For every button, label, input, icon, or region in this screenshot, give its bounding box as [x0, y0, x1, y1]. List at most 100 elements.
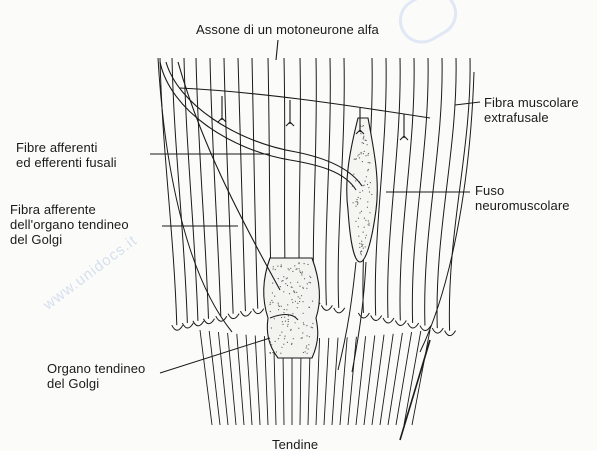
stipple-dot	[270, 352, 271, 353]
muscle-fiber	[160, 58, 177, 325]
stipple-dot	[359, 154, 360, 155]
stipple-dot	[288, 321, 289, 322]
tendon-strand	[364, 335, 375, 425]
stipple-dot	[284, 317, 285, 318]
tendon-strand	[255, 335, 260, 425]
stipple-dot	[309, 282, 310, 283]
muscle-fiber	[196, 58, 208, 319]
stipple-dot	[360, 253, 361, 254]
stipple-dot	[303, 352, 304, 353]
tendon-strand	[200, 330, 212, 425]
stipple-dot	[366, 176, 367, 177]
stipple-dot	[358, 197, 359, 198]
stipple-dot	[367, 155, 368, 156]
stipple-dot	[307, 264, 308, 265]
stipple-dot	[359, 243, 360, 244]
stipple-dot	[363, 153, 364, 154]
stipple-dot	[290, 268, 291, 269]
stipple-dot	[309, 276, 310, 277]
stipple-dot	[357, 204, 358, 205]
stipple-dot	[366, 235, 367, 236]
stipple-dot	[369, 191, 370, 192]
stipple-dot	[363, 143, 364, 144]
stipple-dot	[355, 180, 356, 181]
stipple-dot	[287, 304, 288, 305]
stipple-dot	[307, 283, 308, 284]
stipple-dot	[364, 227, 365, 228]
stipple-dot	[360, 133, 361, 134]
stipple-dot	[301, 295, 302, 296]
stipple-dot	[307, 353, 308, 354]
stipple-dot	[363, 232, 364, 233]
stipple-dot	[364, 151, 365, 152]
stipple-dot	[293, 338, 294, 339]
muscle-fiber	[252, 58, 258, 309]
stipple-dot	[306, 347, 307, 348]
stipple-dot	[305, 351, 306, 352]
stipple-dot	[286, 278, 287, 279]
stipple-dot	[281, 317, 282, 318]
stipple-dot	[292, 313, 293, 314]
stipple-dot	[283, 344, 284, 345]
stipple-dot	[289, 293, 290, 294]
stipple-dot	[369, 162, 370, 163]
stipple-dot	[361, 244, 362, 245]
muscle-fiber-end	[193, 321, 204, 326]
muscle-fiber-end	[172, 325, 183, 330]
stipple-dot	[369, 225, 370, 226]
stipple-dot	[303, 313, 304, 314]
stipple-dot	[368, 224, 369, 225]
stipple-dot	[363, 136, 364, 137]
stipple-dot	[290, 282, 291, 283]
tendon-edge	[400, 340, 430, 440]
stipple-dot	[301, 273, 302, 274]
stipple-dot	[371, 194, 372, 195]
stipple-dot	[275, 269, 276, 270]
stipple-dot	[275, 341, 276, 342]
stipple-dot	[356, 158, 357, 159]
stipple-dot	[295, 301, 296, 302]
stipple-dot	[361, 152, 362, 153]
tendon-strand	[246, 335, 252, 425]
label-fusal-fibers: Fibre afferenti ed efferenti fusali	[16, 140, 117, 170]
stipple-dot	[271, 344, 272, 345]
muscle-fiber-end	[228, 314, 239, 319]
stipple-dot	[299, 270, 300, 271]
stipple-dot	[298, 296, 299, 297]
muscle-fiber	[449, 58, 470, 331]
tendon-strand	[324, 338, 329, 425]
stipple-dot	[368, 169, 369, 170]
stipple-dot	[292, 287, 293, 288]
stipple-dot	[283, 312, 284, 313]
stipple-dot	[270, 304, 271, 305]
stipple-dot	[359, 157, 360, 158]
stipple-dot	[363, 138, 364, 139]
stipple-dot	[273, 266, 274, 267]
muscle-fiber-end	[395, 321, 406, 326]
stipple-dot	[365, 246, 366, 247]
muscle-fiber	[238, 58, 245, 311]
stipple-dot	[284, 338, 285, 339]
stipple-dot	[363, 125, 364, 126]
stipple-dot	[364, 185, 365, 186]
stipple-dot	[274, 318, 275, 319]
label-neuromuscular-spindle: Fuso neuromuscolare	[475, 183, 570, 213]
spindle-intrafusal-fiber	[338, 262, 356, 370]
stipple-dot	[367, 170, 368, 171]
label-golgi-afferent: Fibra afferente dell'organo tendineo del…	[10, 202, 129, 247]
stipple-dot	[362, 190, 363, 191]
stipple-dot	[301, 274, 302, 275]
stipple-dot	[361, 254, 362, 255]
stipple-dot	[287, 277, 288, 278]
stipple-dot	[276, 351, 277, 352]
stipple-dot	[278, 278, 279, 279]
stipple-dot	[306, 335, 307, 336]
muscle-fiber-end	[408, 323, 419, 328]
stipple-dot	[358, 236, 359, 237]
stipple-dot	[302, 332, 303, 333]
motor-end-plate	[286, 100, 294, 126]
stipple-dot	[299, 298, 300, 299]
stipple-dot	[301, 338, 302, 339]
stipple-dot	[280, 266, 281, 267]
